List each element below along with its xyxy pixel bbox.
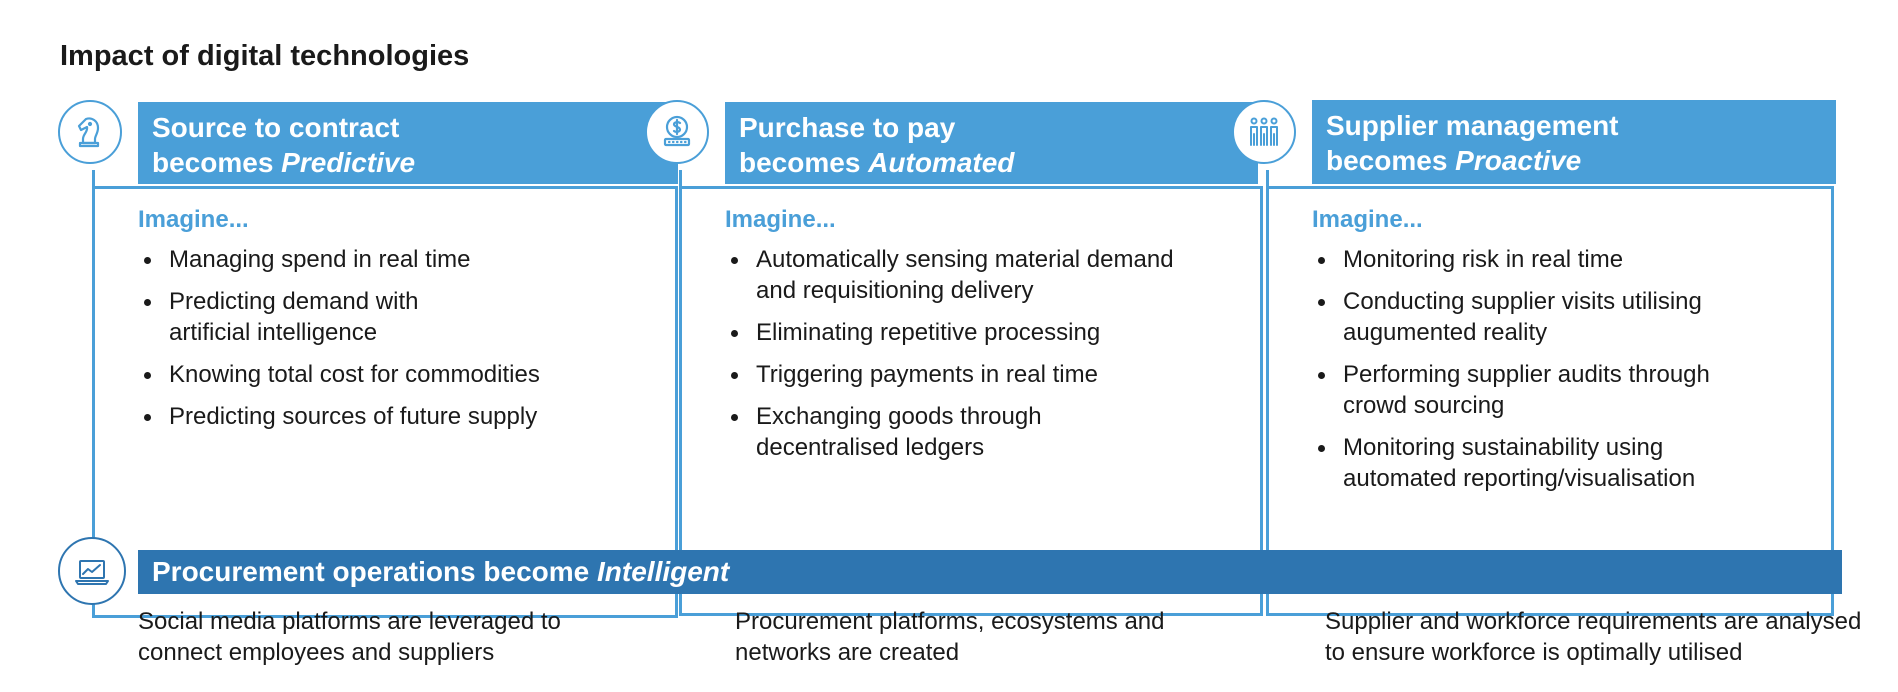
bottom-description: Supplier and workforce requirements are …	[1325, 608, 1862, 666]
header-prefix: becomes	[1326, 145, 1456, 176]
header-emphasis: Predictive	[281, 147, 416, 178]
bottom-description: Procurement platforms, ecosystems and ne…	[735, 608, 1165, 666]
header-line1: Source to contract	[152, 112, 400, 143]
bar-emphasis: Intelligent	[597, 556, 730, 587]
page-title: Impact of digital technologies	[60, 40, 470, 72]
bottom-description: Social media platforms are leveraged to …	[138, 608, 561, 666]
header-emphasis: Proactive	[1455, 145, 1582, 176]
list-item: Automatically sensing material demand an…	[725, 244, 1196, 306]
imagine-label: Imagine...	[138, 206, 249, 233]
column-header: Purchase to pay becomes Automated	[725, 102, 1258, 184]
header-emphasis: Automated	[868, 147, 1015, 178]
imagine-label: Imagine...	[725, 206, 836, 233]
bullet-list: Managing spend in real time Predicting d…	[138, 244, 658, 443]
list-item: Monitoring sustainability using automate…	[1312, 432, 1763, 494]
content-box	[1266, 186, 1834, 616]
chess-knight-icon	[58, 100, 122, 164]
coin-payment-icon	[645, 100, 709, 164]
list-item: Predicting demand with artificial intell…	[138, 286, 469, 348]
list-item: Performing supplier audits through crowd…	[1312, 359, 1763, 421]
laptop-chart-icon	[58, 537, 126, 605]
imagine-label: Imagine...	[1312, 206, 1423, 233]
bar-prefix: Procurement operations become	[152, 556, 598, 587]
list-item: Knowing total cost for commodities	[138, 359, 658, 390]
header-line2: becomes Automated	[739, 145, 1244, 180]
content-box	[92, 186, 678, 618]
list-item: Triggering payments in real time	[725, 359, 1245, 390]
list-item: Conducting supplier visits utilising aug…	[1312, 286, 1763, 348]
content-box	[679, 186, 1263, 616]
list-item: Managing spend in real time	[138, 244, 658, 275]
header-line2: becomes Predictive	[152, 145, 664, 180]
list-item: Monitoring risk in real time	[1312, 244, 1832, 275]
header-prefix: becomes	[739, 147, 869, 178]
column-header: Source to contract becomes Predictive	[138, 102, 678, 184]
column-header: Supplier management becomes Proactive	[1312, 100, 1836, 184]
bullet-list: Automatically sensing material demand an…	[725, 244, 1245, 474]
list-item: Eliminating repetitive processing	[725, 317, 1245, 348]
list-item: Exchanging goods through decentralised l…	[725, 401, 1096, 463]
header-line2: becomes Proactive	[1326, 143, 1822, 178]
header-prefix: becomes	[152, 147, 282, 178]
people-group-icon	[1232, 100, 1296, 164]
bullet-list: Monitoring risk in real time Conducting …	[1312, 244, 1832, 505]
header-line1: Purchase to pay	[739, 112, 956, 143]
intelligent-operations-bar: Procurement operations become Intelligen…	[138, 550, 1842, 594]
header-line1: Supplier management	[1326, 110, 1619, 141]
list-item: Predicting sources of future supply	[138, 401, 658, 432]
